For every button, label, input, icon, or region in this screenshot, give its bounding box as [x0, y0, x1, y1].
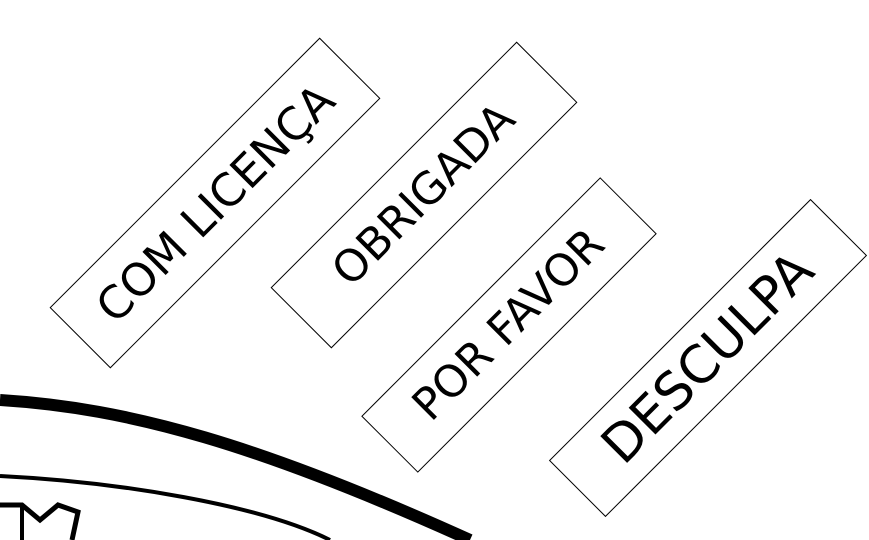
phrase-card-label: POR FAVOR — [402, 218, 615, 431]
envelope-icon — [0, 502, 81, 540]
envelope-inner-edge — [0, 474, 331, 540]
phrase-card-label: OBRIGADA — [322, 93, 526, 297]
phrase-card-label: DESCULPA — [590, 240, 826, 476]
